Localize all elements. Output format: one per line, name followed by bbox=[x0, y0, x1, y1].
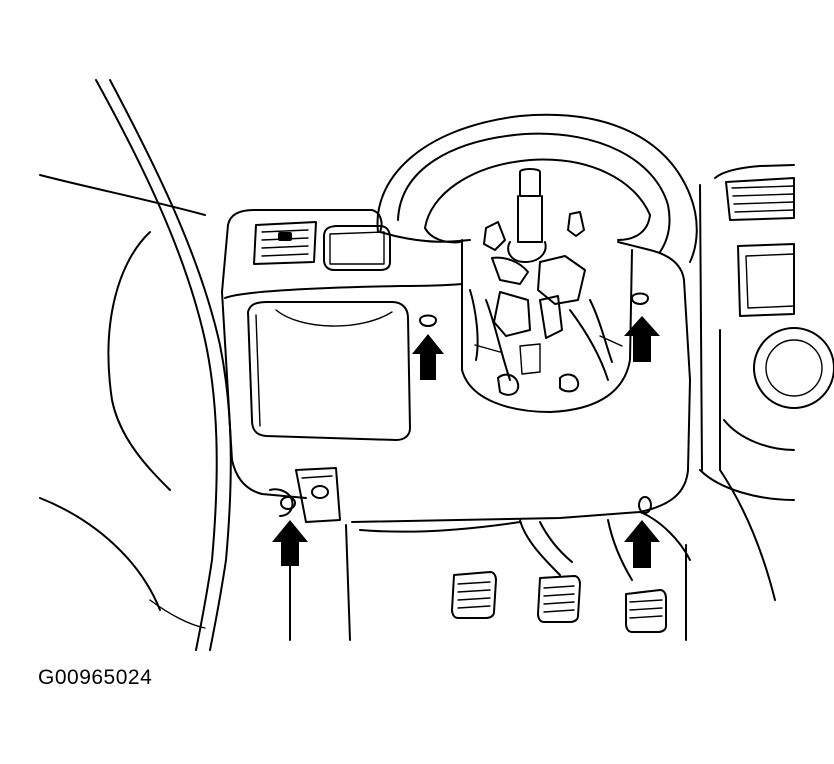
pedal-right bbox=[625, 589, 667, 633]
dash-panel bbox=[221, 209, 691, 523]
steering-column-opening bbox=[461, 239, 633, 413]
arrow-lower-right bbox=[624, 520, 660, 568]
storage-pocket bbox=[247, 301, 411, 441]
switch-opening bbox=[323, 225, 391, 271]
figure-code: G00965024 bbox=[38, 666, 153, 689]
arrow-upper-left bbox=[412, 334, 444, 380]
air-vent bbox=[253, 221, 317, 265]
a-pillar bbox=[39, 79, 232, 651]
arrow-upper-right bbox=[624, 316, 660, 362]
center-console bbox=[699, 164, 834, 601]
lower-bracket bbox=[269, 467, 341, 523]
instrument-cluster-hood bbox=[376, 113, 698, 263]
floor-lines bbox=[289, 519, 687, 641]
arrow-lower-left bbox=[272, 520, 308, 566]
pedal-left bbox=[451, 571, 497, 619]
door-panel bbox=[39, 231, 171, 611]
steering-column bbox=[469, 168, 623, 396]
pedal-middle bbox=[537, 575, 581, 623]
clip-holes bbox=[419, 292, 649, 327]
